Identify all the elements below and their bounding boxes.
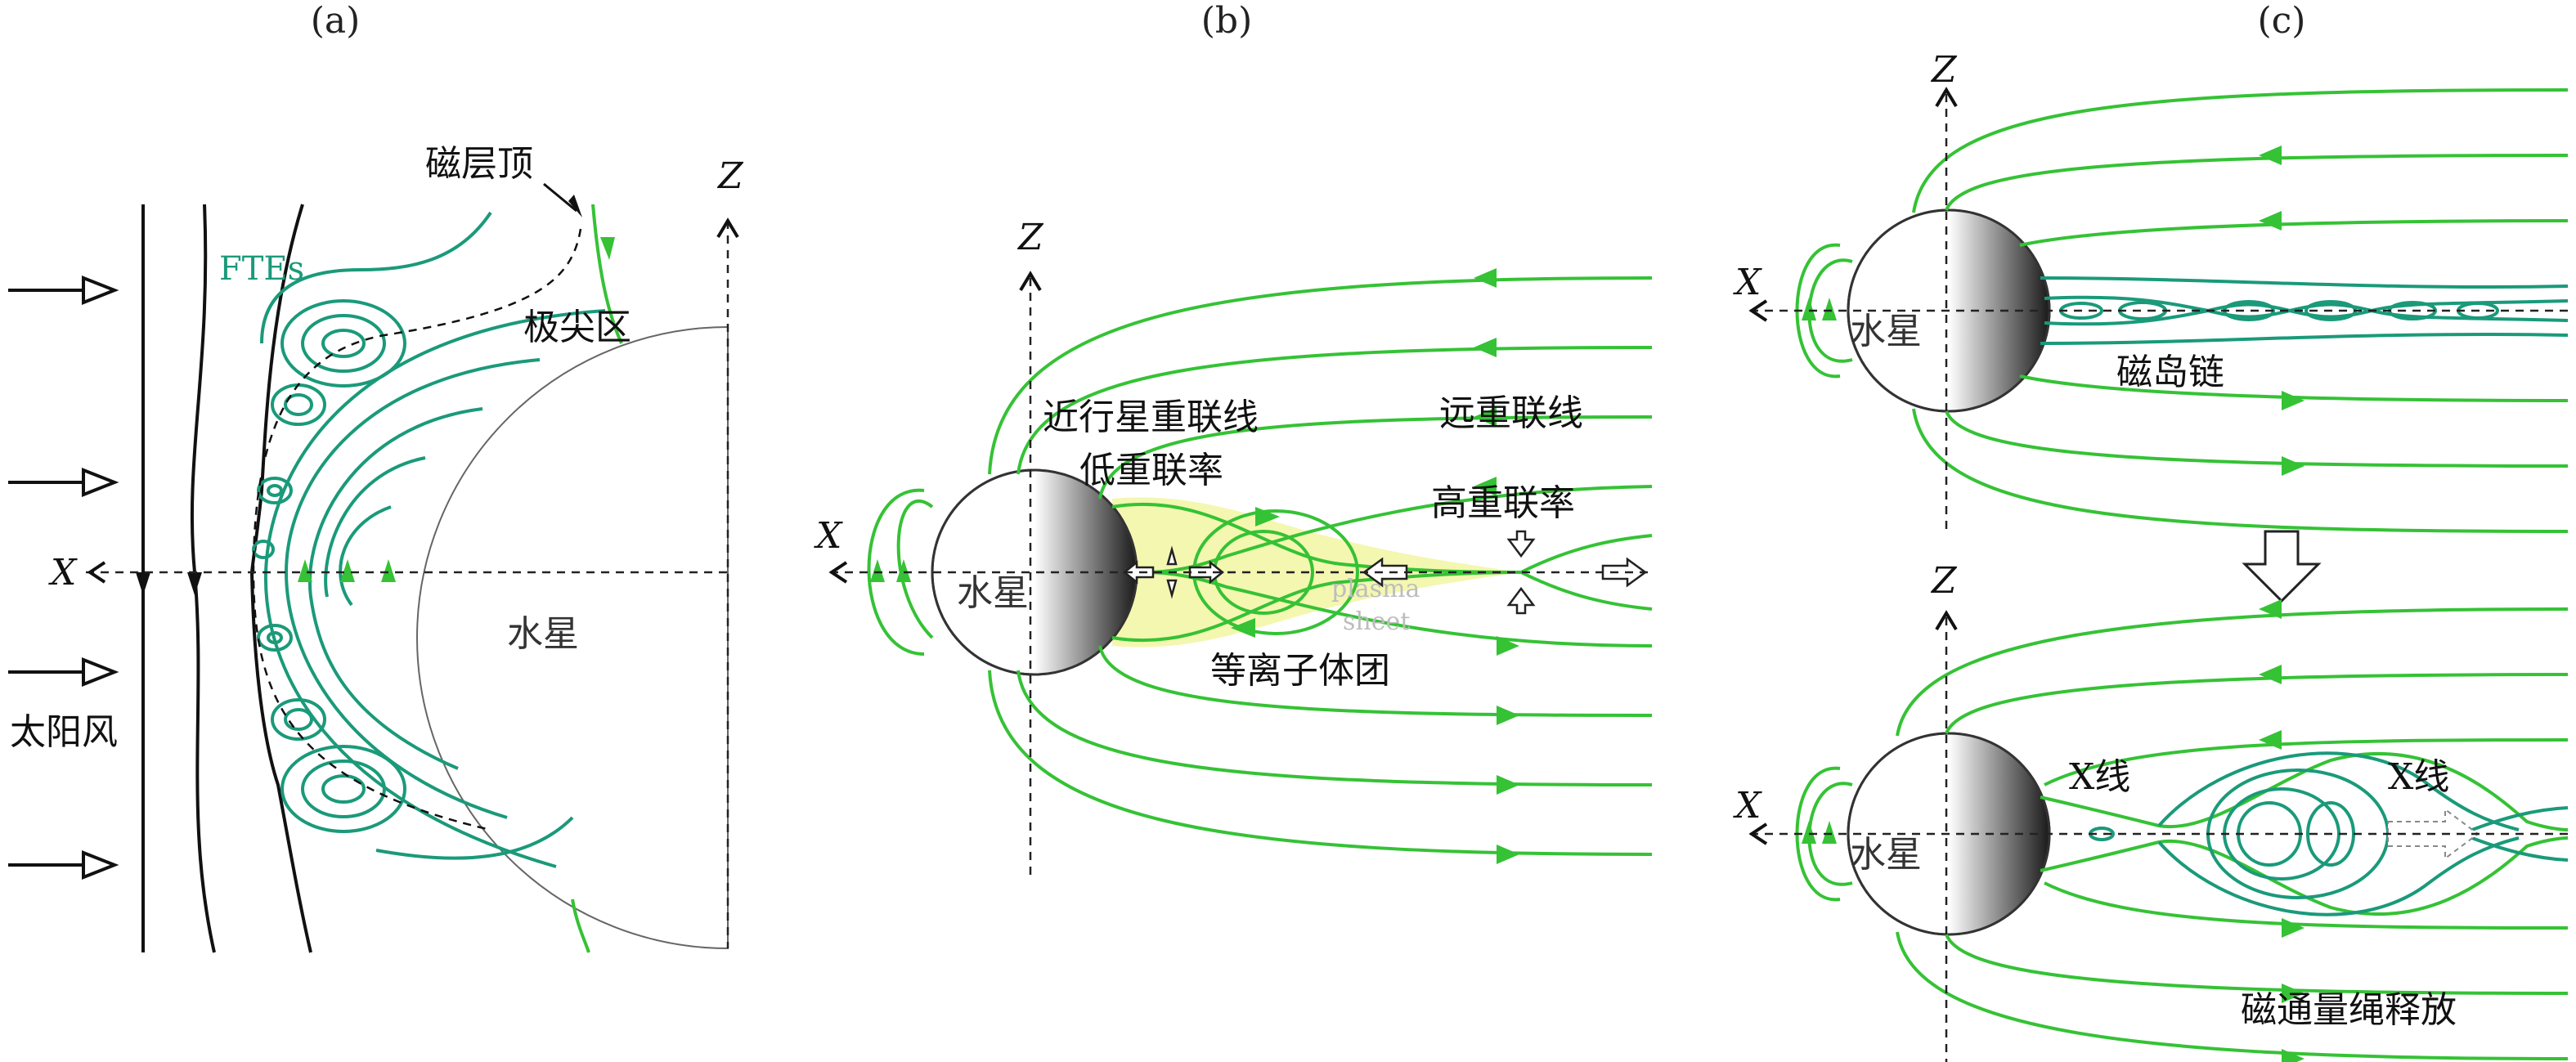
closed-field-lines-a [263, 309, 606, 868]
x-axis-label-c-bottom: X [1733, 785, 1762, 827]
panel-a: (a) 水星 [8, 0, 744, 953]
z-axis-label-c-top: Z [1930, 49, 1958, 91]
axes-c-top [1750, 94, 2568, 531]
axes-b [830, 278, 1652, 875]
field-arrows-c-bottom [1802, 599, 2304, 1062]
panel-c: (c) 水星 [1733, 0, 2569, 1062]
x-line-label-1: X线 [2069, 756, 2130, 798]
field-arrows-b [870, 268, 1519, 864]
axes-c-bottom [1750, 617, 2568, 1062]
magnetopause-pointer [543, 182, 577, 213]
panel-c-bottom: 水星 [1733, 560, 2569, 1062]
z-axis-label-b: Z [1016, 217, 1044, 258]
field-lines-b [867, 276, 1653, 856]
x-line-markers [1122, 530, 1648, 615]
planet-a-label: 水星 [507, 613, 579, 655]
plasma-label-2: sheet [1343, 607, 1410, 636]
field-arrows-c-top [1802, 146, 2304, 476]
magnetopause-a [252, 228, 582, 831]
cusp-lines-a [260, 211, 574, 860]
planet-c-bottom-label: 水星 [1850, 834, 1922, 876]
magnetopause-label-a: 磁层顶 [425, 143, 533, 185]
field-lines-c-bottom [1795, 607, 2569, 1060]
panel-b-label: (b) [1201, 0, 1253, 42]
panel-b: (b) 水星 [814, 0, 1653, 875]
x-axis-label-c-top: X [1733, 262, 1762, 303]
open-field-lines-a [571, 204, 623, 953]
field-arrows-a [298, 237, 615, 582]
x-axis-label-b: X [814, 515, 843, 557]
panel-c-top: 水星 [1733, 49, 2569, 533]
transition-arrow [2242, 530, 2322, 603]
plasmoid-label: 等离子体团 [1210, 650, 1390, 692]
x-arrow-a [87, 561, 106, 584]
solar-wind-label-a: 太阳风 [10, 711, 118, 753]
planet-c-top-label: 水星 [1850, 311, 1922, 352]
x-line-label-2: X线 [2388, 756, 2449, 798]
cusp-label-a: 极尖区 [523, 307, 631, 348]
magnetopause-pointer-head [568, 195, 582, 217]
z-axis-label-a: Z [716, 155, 744, 197]
ftes-label-a: FTEs [219, 250, 304, 288]
imf-arrows [136, 572, 202, 595]
z-arrow-b [1019, 271, 1042, 292]
solar-wind-arrows [8, 276, 119, 880]
far-x-line-label: 远重联线 [1439, 392, 1583, 434]
field-lines-c-top [1795, 88, 2569, 533]
plasma-label-1: plasma [1331, 575, 1420, 603]
near-x-line-label: 近行星重联线 [1043, 397, 1259, 438]
island-chain-label: 磁岛链 [2116, 352, 2224, 393]
planet-b-label: 水星 [957, 572, 1029, 614]
low-rate-label: 低重联率 [1079, 450, 1223, 491]
x-axis-label-a: X [48, 552, 78, 594]
planet-a [416, 325, 729, 950]
ftes-a [252, 299, 406, 833]
z-axis-label-c-bottom: Z [1930, 560, 1958, 602]
axes-a [86, 221, 729, 948]
panel-a-label: (a) [311, 0, 361, 42]
z-arrow-a [716, 217, 739, 239]
x-arrow-b [828, 561, 848, 584]
panel-c-label: (c) [2258, 0, 2306, 42]
high-rate-label: 高重联率 [1431, 482, 1575, 524]
flux-rope-release-label: 磁通量绳释放 [2241, 989, 2457, 1031]
